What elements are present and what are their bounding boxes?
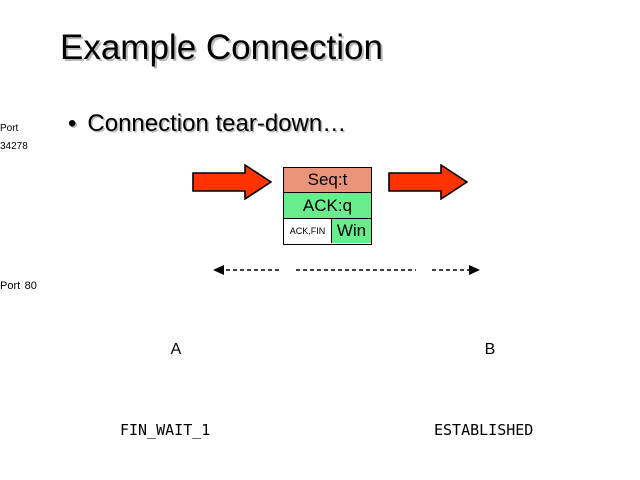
host-b-label: B [484,341,496,358]
host-b-port-circle: Port 80 [0,276,46,320]
packet-field-flags: ACK,FIN [284,219,332,243]
host-a-port-circle: Port 34278 [0,118,41,158]
packet-field-seq: Seq:t [284,168,371,193]
packet-field-win: Win [332,219,371,243]
connection-line-middle [296,269,416,271]
host-b-port-label: Port [0,280,21,292]
host-b-port-number: 80 [24,280,37,292]
host-b-boundary [0,158,130,276]
host-a-port-label: Port [0,123,19,134]
packet-diagram: Seq:t ACK:q ACK,FIN Win [283,167,372,245]
transmit-arrow-right [388,164,468,200]
bullet-list-item: • Connection tear-down… [68,110,346,138]
host-a-port-number: 34278 [0,141,28,152]
bullet-item-label: Connection tear-down… [87,110,347,137]
packet-bottom-row: ACK,FIN Win [284,219,371,243]
bullet-point-icon: • [68,110,77,137]
packet-field-ack: ACK:q [284,193,371,219]
host-b-state-label: ESTABLISHED [434,421,534,439]
transmit-arrow-left [192,164,272,200]
host-a-label: A [170,341,182,358]
host-a-state-label: FIN_WAIT_1 [120,421,211,439]
page-title: Example Connection [60,28,383,67]
connection-line-host-b [432,265,480,275]
connection-line-host-a [213,265,279,275]
